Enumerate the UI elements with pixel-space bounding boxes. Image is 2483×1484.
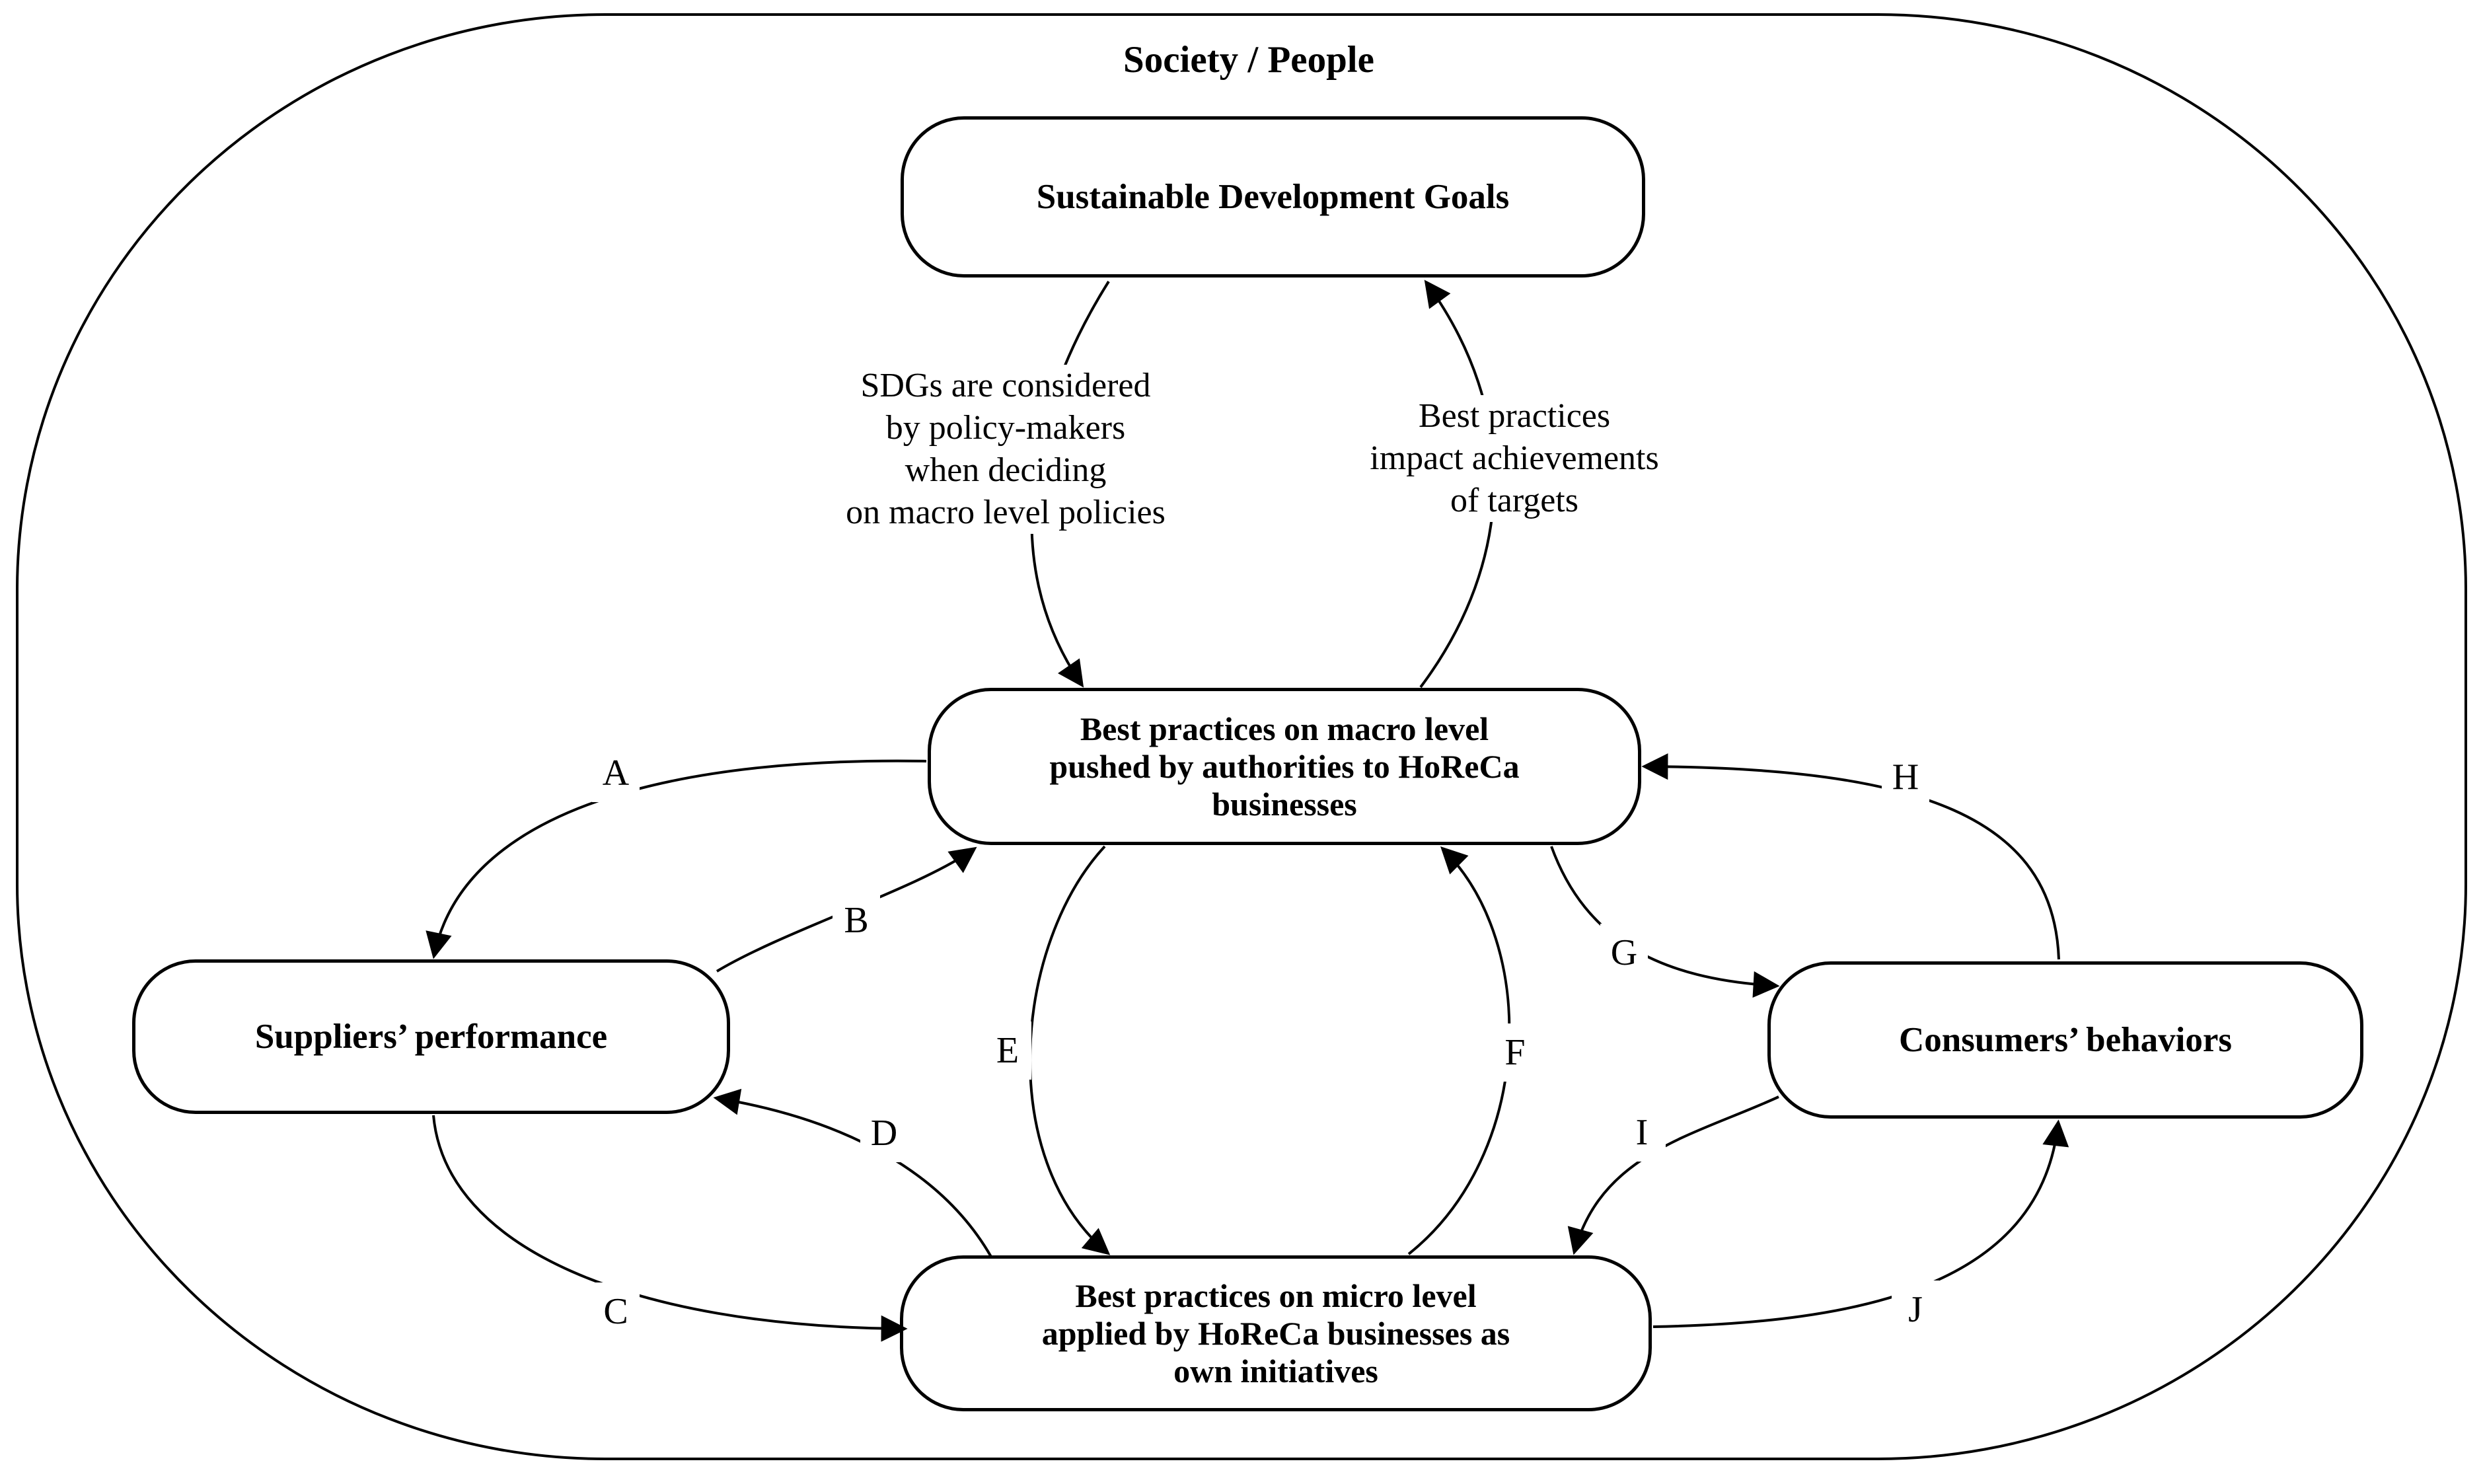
arrow-h bbox=[1641, 753, 2060, 960]
edge-label-d: D bbox=[860, 1104, 908, 1162]
edge-label-i: I bbox=[1618, 1103, 1666, 1162]
arrow-g bbox=[1550, 846, 1780, 998]
node-micro-label: Best practices on micro level applied by… bbox=[1041, 1277, 1510, 1390]
node-suppliers-label: Suppliers’ performance bbox=[254, 1017, 608, 1056]
node-consumers-label: Consumers’ behaviors bbox=[1899, 1020, 2232, 1059]
arrow-c bbox=[432, 1115, 908, 1342]
node-macro: Best practices on macro level pushed by … bbox=[928, 688, 1641, 845]
arrow-e bbox=[1029, 845, 1111, 1255]
arrow-j bbox=[1652, 1119, 2069, 1328]
edge-label-h: H bbox=[1882, 748, 1929, 806]
annotation-macro-to-sdg: Best practices impact achievements of ta… bbox=[1290, 395, 1739, 522]
node-sdg-label: Sustainable Development Goals bbox=[1036, 177, 1510, 216]
node-micro: Best practices on micro level applied by… bbox=[900, 1255, 1652, 1411]
arrow-d bbox=[713, 1088, 992, 1257]
node-macro-label: Best practices on macro level pushed by … bbox=[1049, 710, 1520, 823]
edge-label-e: E bbox=[984, 1021, 1031, 1080]
node-consumers: Consumers’ behaviors bbox=[1767, 961, 2363, 1119]
outer-boundary bbox=[16, 13, 2467, 1460]
annotation-sdg-to-macro: SDGs are considered by policy-makers whe… bbox=[761, 365, 1250, 534]
edge-label-a: A bbox=[592, 744, 640, 802]
edge-label-j: J bbox=[1892, 1280, 1939, 1339]
edge-label-f: F bbox=[1491, 1023, 1539, 1082]
node-sdg: Sustainable Development Goals bbox=[901, 116, 1645, 278]
edge-label-c: C bbox=[592, 1282, 640, 1341]
page-title: Society / People bbox=[1123, 39, 1374, 81]
node-suppliers: Suppliers’ performance bbox=[132, 959, 730, 1114]
edge-label-b: B bbox=[833, 891, 880, 949]
arrow-i bbox=[1567, 1095, 1779, 1255]
edge-label-g: G bbox=[1600, 924, 1648, 982]
